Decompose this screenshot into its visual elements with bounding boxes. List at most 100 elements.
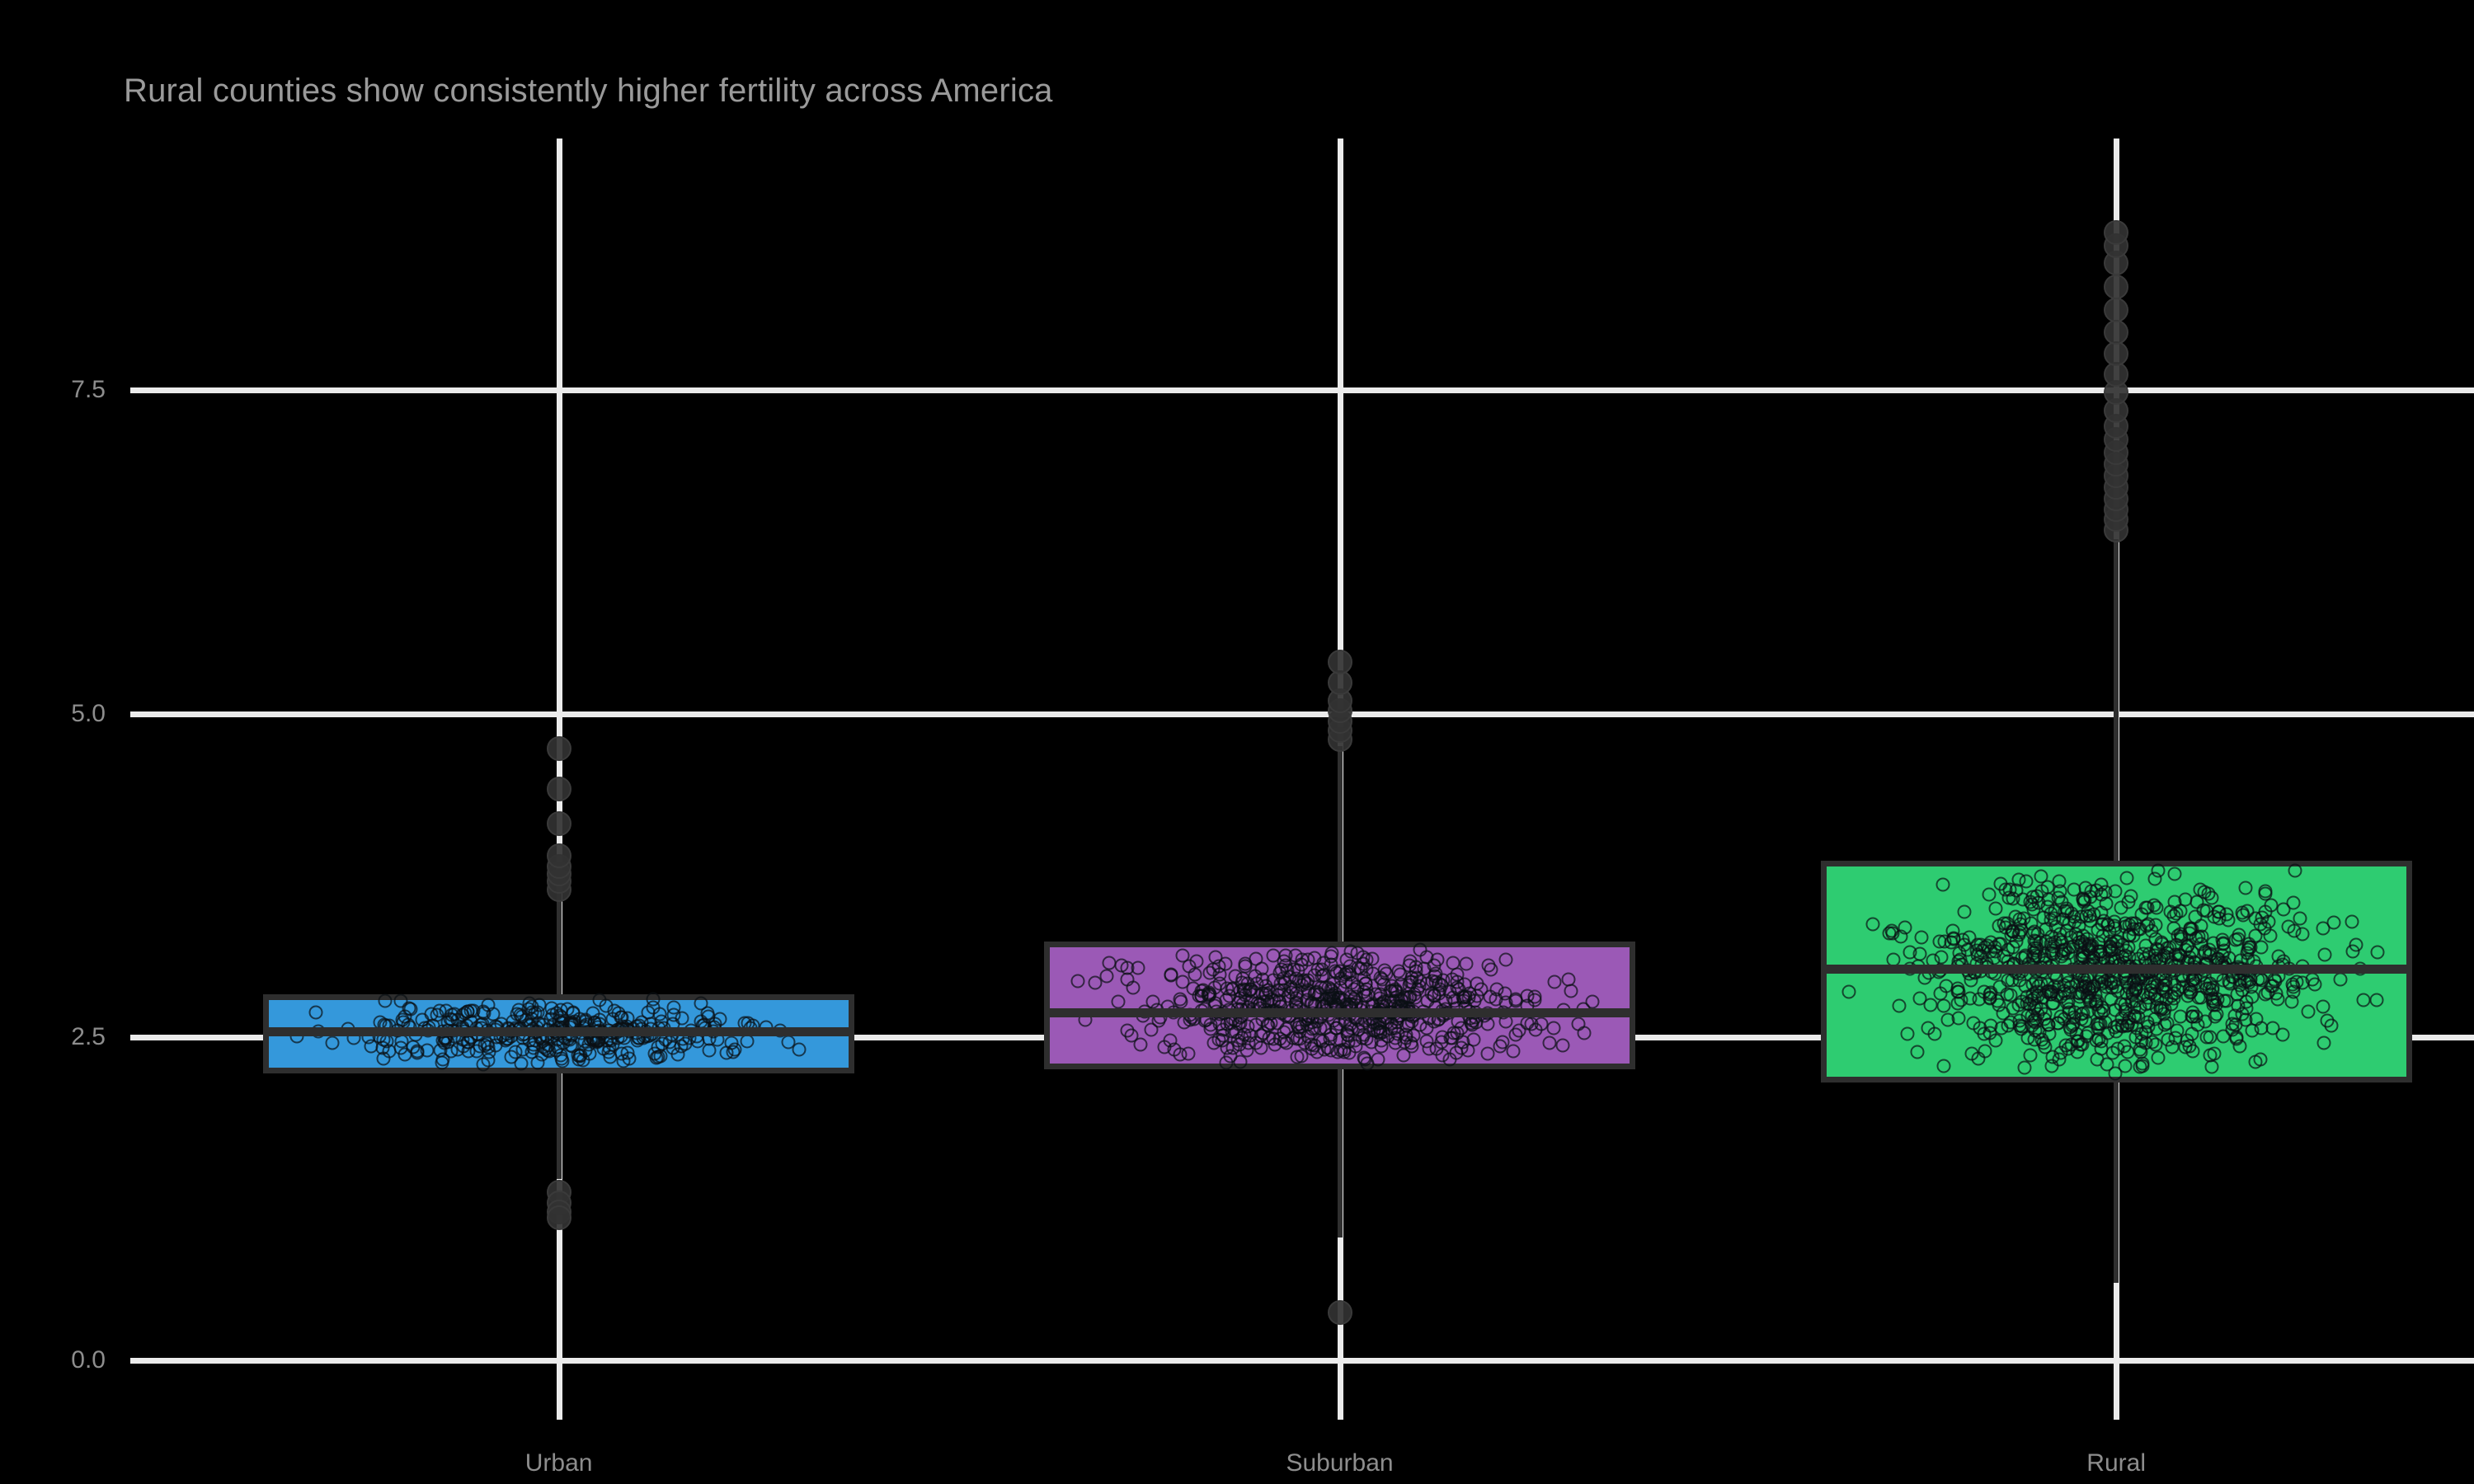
data-point: [2194, 918, 2208, 933]
data-point: [2056, 946, 2071, 961]
data-point: [2098, 885, 2113, 899]
outlier-point: [2104, 297, 2129, 322]
data-point: [2019, 874, 2034, 889]
data-point: [2305, 972, 2320, 987]
data-point: [1454, 1021, 1469, 1036]
data-point: [713, 1012, 727, 1026]
data-point: [2167, 866, 2182, 881]
data-point: [1528, 1022, 1543, 1037]
data-point: [2281, 919, 2296, 934]
data-point: [2204, 1059, 2219, 1074]
y-axis-tick-label: 2.5: [71, 1022, 106, 1050]
outlier-point: [546, 810, 571, 836]
data-point: [1427, 958, 1442, 973]
data-point: [2128, 984, 2142, 998]
median-line-rural: [1820, 964, 2412, 974]
data-point: [2180, 989, 2195, 1003]
data-point: [1921, 1021, 1935, 1036]
data-point: [1307, 951, 1322, 965]
data-point: [2288, 863, 2302, 878]
data-point: [2170, 1023, 2185, 1037]
data-point: [2083, 993, 2098, 1008]
data-point: [1998, 920, 2013, 935]
data-point: [1446, 990, 1460, 1005]
y-axis-tick-label: 0.0: [71, 1346, 106, 1374]
data-point: [2091, 1021, 2105, 1036]
data-point: [1383, 984, 1398, 998]
data-point: [1470, 989, 1484, 1003]
data-point: [1120, 972, 1135, 987]
data-point: [2135, 1056, 2150, 1071]
data-point: [2128, 916, 2142, 931]
data-point: [1324, 946, 1339, 960]
data-point: [2301, 1004, 2316, 1019]
data-point: [2157, 1002, 2172, 1017]
data-point: [2109, 934, 2124, 949]
data-point: [1310, 962, 1325, 977]
data-point: [2238, 881, 2253, 895]
data-point: [2036, 1036, 2051, 1050]
data-point: [646, 992, 661, 1007]
data-point: [1449, 1045, 1464, 1060]
data-point: [2258, 884, 2273, 899]
data-point: [2150, 978, 2165, 993]
data-point: [1281, 989, 1295, 1003]
data-point: [1935, 877, 1950, 892]
data-point: [1914, 930, 1929, 945]
data-point: [2316, 921, 2331, 936]
data-point: [2240, 946, 2255, 960]
data-point: [1932, 934, 1947, 949]
data-point: [1990, 993, 2005, 1008]
data-point: [2029, 943, 2044, 958]
data-point: [1249, 951, 1263, 966]
data-point: [2240, 904, 2255, 918]
outlier-point: [2104, 319, 2129, 345]
data-point: [2109, 1024, 2124, 1039]
data-point: [1144, 1022, 1159, 1037]
data-point: [781, 1035, 796, 1050]
data-point: [2052, 1052, 2067, 1067]
data-point: [2253, 917, 2268, 932]
outlier-point: [546, 843, 571, 869]
data-point: [1481, 958, 1496, 973]
data-point: [1258, 986, 1273, 1001]
data-point: [1971, 1051, 1986, 1066]
data-point: [2207, 1046, 2222, 1061]
data-point: [2275, 1027, 2290, 1042]
data-point: [1225, 1040, 1240, 1055]
data-point: [2199, 1030, 2214, 1045]
data-point: [1936, 1059, 1951, 1073]
data-point: [2254, 940, 2269, 955]
data-point: [2114, 900, 2128, 915]
data-point: [1362, 1018, 1377, 1033]
data-point: [1277, 1025, 1291, 1040]
data-point: [1495, 1035, 1510, 1050]
data-point: [2268, 974, 2283, 989]
data-point: [586, 1006, 600, 1021]
data-point: [466, 1003, 481, 1018]
data-point: [2232, 1039, 2247, 1054]
data-point: [2051, 890, 2066, 905]
data-point: [2015, 892, 2030, 907]
data-point: [393, 993, 408, 1008]
y-gridline: [130, 1358, 2474, 1364]
data-point: [1133, 1037, 1148, 1052]
data-point: [2044, 984, 2059, 999]
data-point: [1865, 917, 1880, 932]
data-point: [1356, 950, 1371, 965]
data-point: [2093, 944, 2108, 959]
data-point: [2295, 927, 2310, 942]
data-point: [2128, 1009, 2142, 1024]
data-point: [560, 1002, 575, 1017]
data-point: [402, 1001, 416, 1016]
data-point: [2023, 1048, 2038, 1063]
data-point: [1341, 1028, 1356, 1043]
data-point: [2083, 890, 2098, 904]
data-point: [1950, 996, 1965, 1011]
data-point: [2219, 907, 2234, 922]
outlier-point: [2104, 219, 2129, 245]
data-point: [1898, 920, 1912, 935]
data-point: [1936, 998, 1951, 1013]
data-point: [605, 1037, 620, 1052]
data-point: [456, 1039, 471, 1054]
